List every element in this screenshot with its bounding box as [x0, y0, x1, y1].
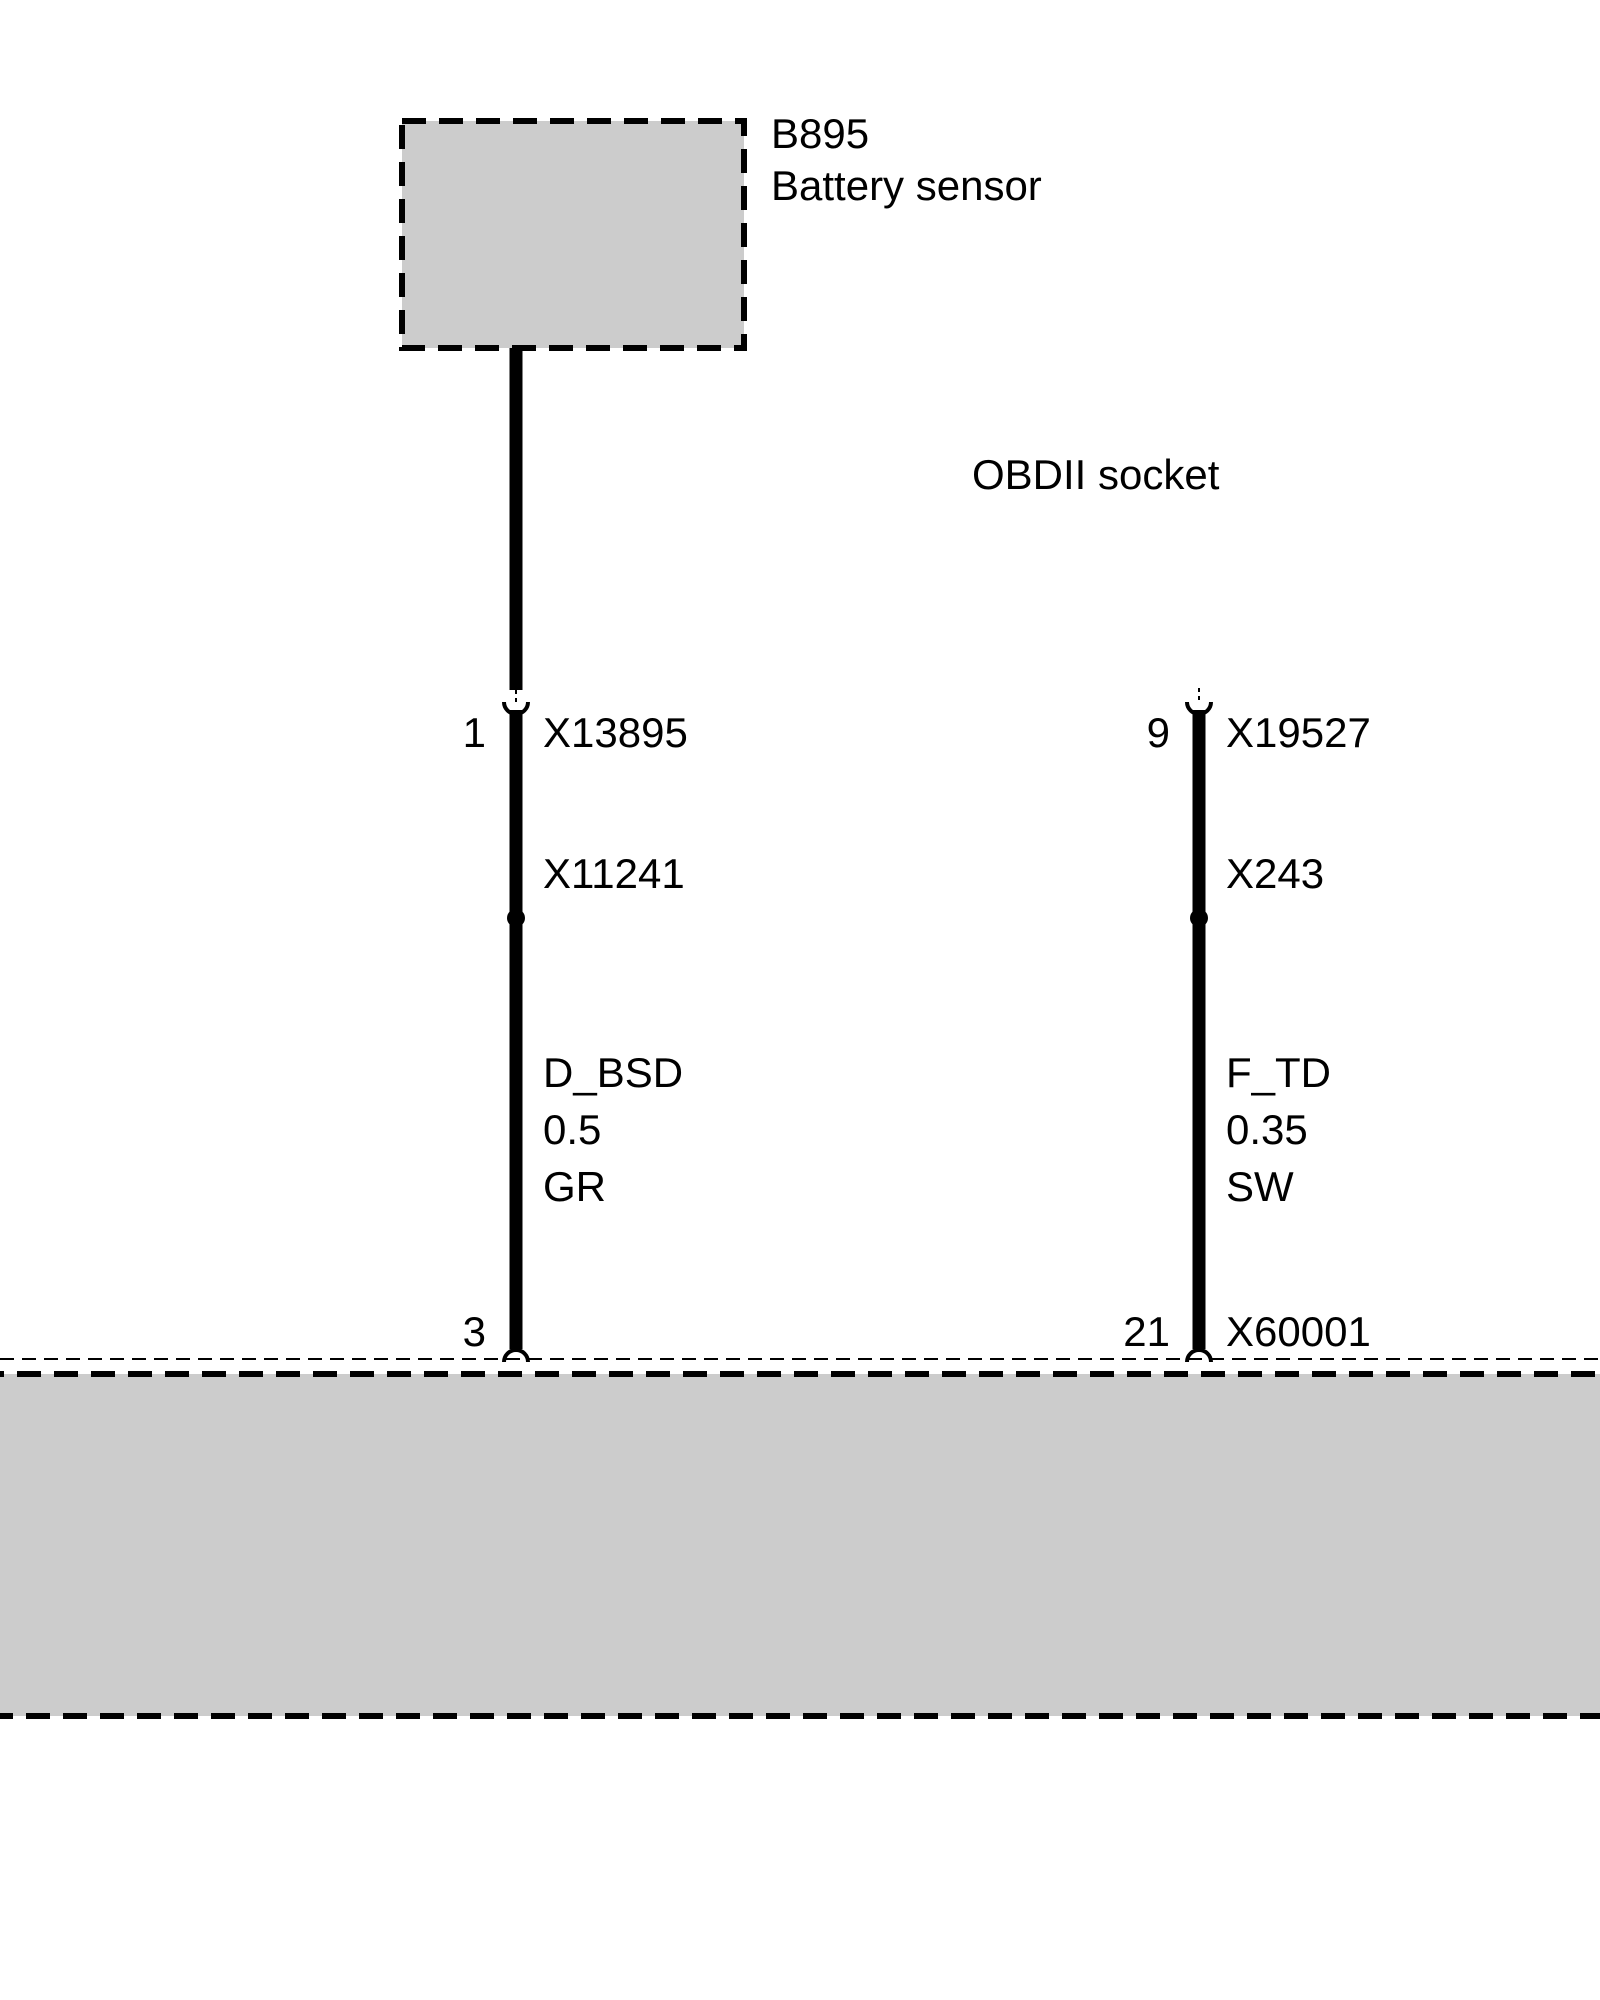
- obd-socket-label: OBDII socket: [972, 451, 1220, 498]
- right-splice-dot: [1190, 909, 1208, 927]
- left-top-connector: X13895: [543, 709, 688, 756]
- left-wire-color: GR: [543, 1163, 606, 1210]
- right-wire-gauge: 0.35: [1226, 1106, 1308, 1153]
- right-wire-color: SW: [1226, 1163, 1294, 1210]
- left-wire-gauge: 0.5: [543, 1106, 601, 1153]
- left-bottom-connector-symbol: [502, 1348, 530, 1363]
- left-signal-name: D_BSD: [543, 1049, 683, 1096]
- left-splice-label: X11241: [543, 850, 685, 897]
- battery-sensor-id: B895: [771, 110, 869, 157]
- right-bottom-connector: X60001: [1226, 1308, 1371, 1355]
- battery-sensor-name: Battery sensor: [771, 162, 1042, 209]
- bottom-module-box[interactable]: [0, 1371, 1600, 1719]
- right-bottom-connector-symbol: [1185, 1348, 1213, 1363]
- battery-sensor-box[interactable]: [399, 118, 747, 351]
- right-top-connector: X19527: [1226, 709, 1371, 756]
- right-splice-label: X243: [1226, 850, 1324, 897]
- right-signal-name: F_TD: [1226, 1049, 1331, 1096]
- left-bottom-pin: 3: [463, 1308, 486, 1355]
- right-bottom-pin: 21: [1123, 1308, 1170, 1355]
- left-top-pin: 1: [463, 709, 486, 756]
- left-splice-dot: [507, 909, 525, 927]
- right-top-pin: 9: [1147, 709, 1170, 756]
